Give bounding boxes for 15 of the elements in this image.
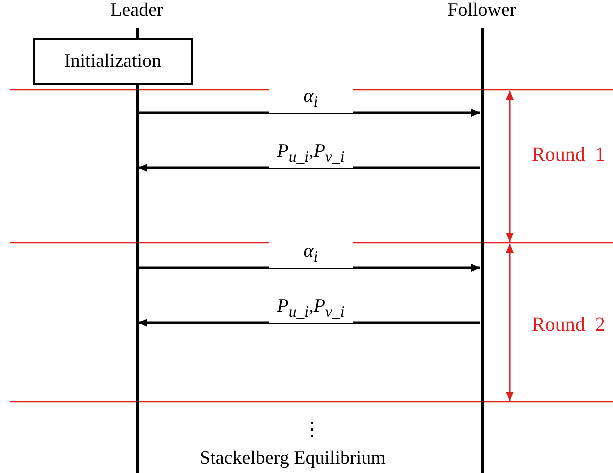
participant-name: Leader xyxy=(110,0,164,21)
arrow xyxy=(138,319,480,327)
edge-label: α$_{i}$ xyxy=(269,87,353,113)
arrow xyxy=(138,264,480,272)
ellipsis-mark: ⋮ xyxy=(303,419,322,442)
process-box: Initialization xyxy=(33,38,193,85)
result-text: Stackelberg Equilibrium xyxy=(200,448,386,470)
edge-label: α$_{i}$ xyxy=(269,242,353,268)
arrow xyxy=(138,164,480,172)
edge-label: P$_{u_i}$,P$_{v_i}$ xyxy=(269,142,353,168)
arrow xyxy=(138,109,480,117)
round-label: Round 2 xyxy=(532,314,606,337)
edge-label: P$_{u_i}$,P$_{v_i}$ xyxy=(269,297,353,323)
participant-name: Follower xyxy=(448,0,516,21)
round-label: Round 1 xyxy=(532,144,606,167)
